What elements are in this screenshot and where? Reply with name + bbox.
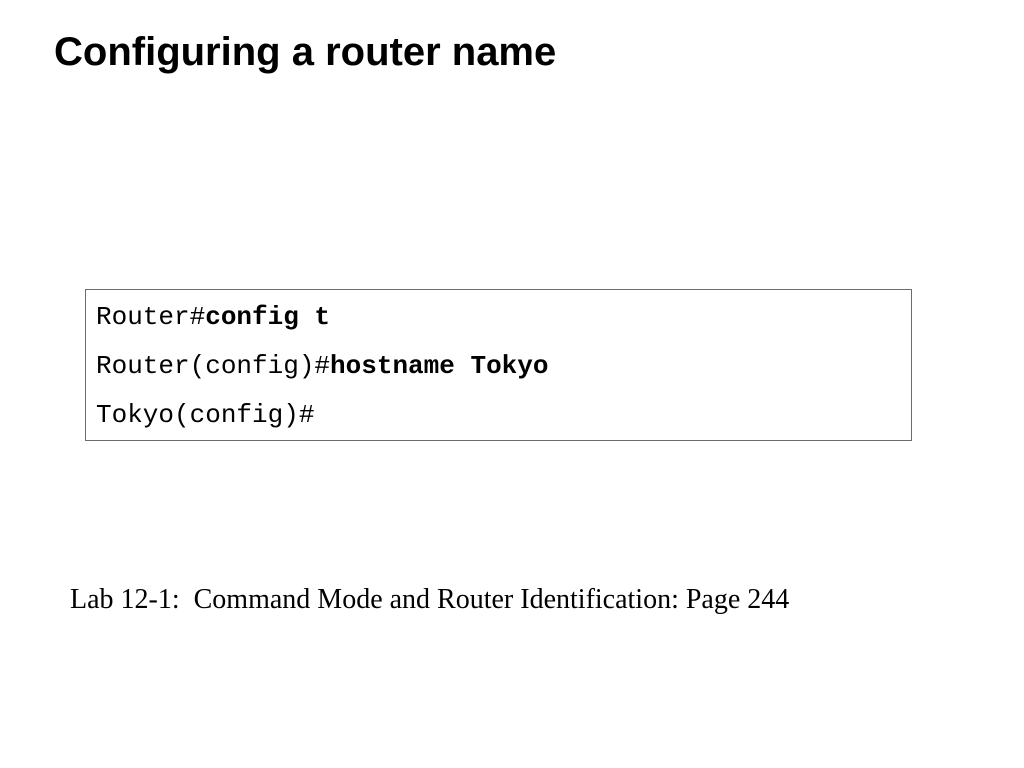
cli-line: Tokyo(config)# (96, 395, 911, 444)
cli-prompt: Tokyo(config)# (96, 400, 315, 430)
cli-example-box: Router#config t Router(config)#hostname … (85, 289, 912, 441)
cli-line: Router#config t (96, 297, 911, 346)
cli-command: hostname Tokyo (330, 351, 549, 381)
cli-command: config t (205, 302, 331, 332)
slide-title: Configuring a router name (54, 30, 557, 74)
lab-reference: Lab 12-1: Command Mode and Router Identi… (70, 584, 790, 615)
cli-prompt: Router(config)# (96, 351, 331, 381)
cli-prompt: Router# (96, 302, 206, 332)
cli-line: Router(config)#hostname Tokyo (96, 346, 911, 395)
